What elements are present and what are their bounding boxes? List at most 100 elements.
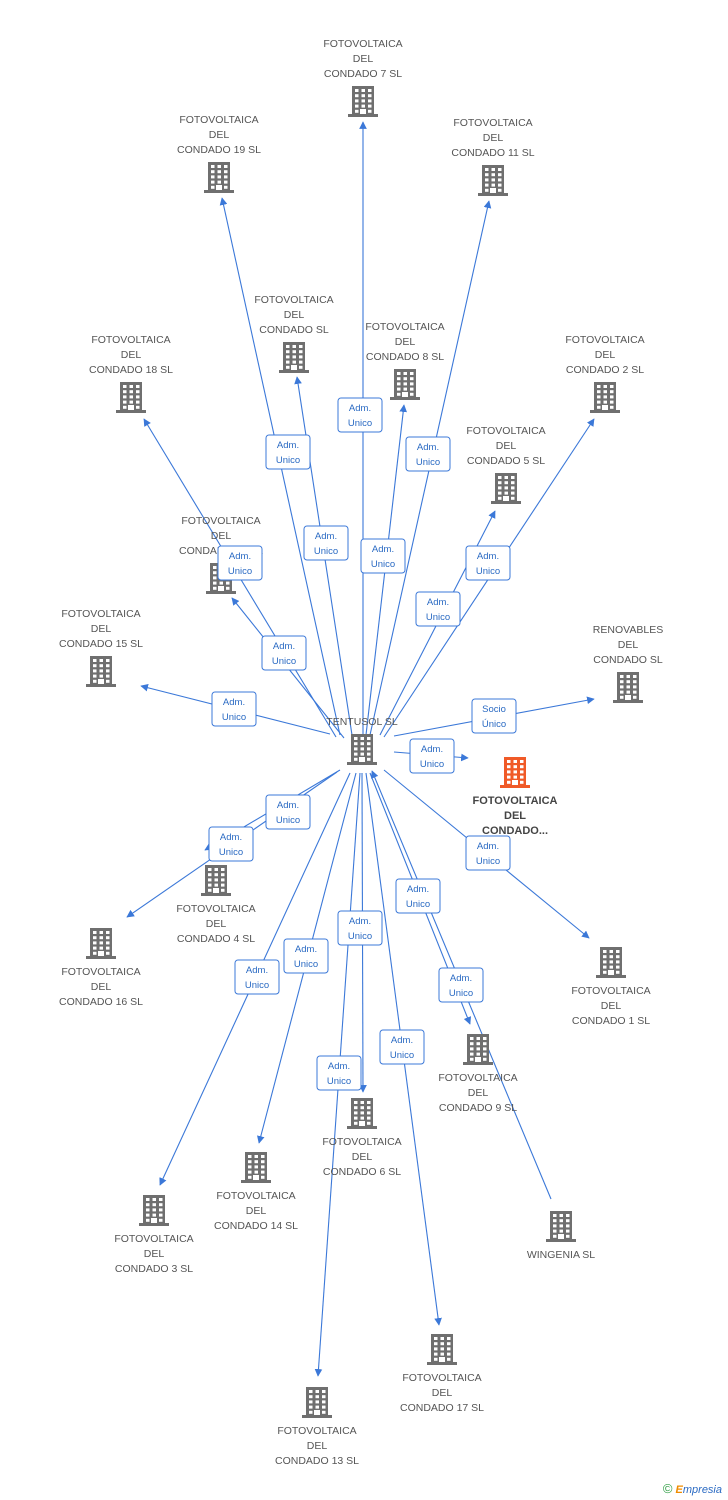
edge-label-tentusol-to-c1[interactable]: Adm.Unico bbox=[465, 835, 511, 871]
company-name-line: DEL bbox=[595, 349, 616, 361]
company-name-line: CONDADO 3 SL bbox=[115, 1263, 193, 1275]
company-name-line: DEL bbox=[432, 1387, 453, 1399]
edge-label-tentusol-to-c4[interactable]: Adm. Unico bbox=[265, 794, 311, 830]
edge-label-text: Unico bbox=[449, 988, 473, 999]
edge-label-tentusol-to-c2[interactable]: Adm.Unico bbox=[465, 545, 511, 581]
company-node-wingenia[interactable]: WINGENIA SL bbox=[527, 1211, 595, 1261]
edge-label-text: Adm. bbox=[427, 597, 449, 608]
edge-label-tentusol-to-c3[interactable]: Adm. Unico bbox=[234, 959, 280, 995]
edge-label-text: Unico bbox=[272, 656, 296, 667]
company-name-line: DEL bbox=[209, 129, 230, 141]
edge-label-text: Adm. bbox=[246, 965, 268, 976]
edge-label-text: Socio bbox=[482, 704, 506, 715]
edge-label-tentusol-to-c17[interactable]: Adm.Unico bbox=[379, 1029, 425, 1065]
company-name-line: CONDADO 19 SL bbox=[177, 144, 261, 156]
building-icon bbox=[204, 162, 234, 193]
edge-label-text: Adm. bbox=[450, 973, 472, 984]
company-name-line: DEL bbox=[91, 981, 112, 993]
company-name-line: DEL bbox=[352, 1151, 373, 1163]
building-icon bbox=[279, 342, 309, 373]
edge-label-tentusol-to-focus[interactable]: Adm.Unico bbox=[409, 738, 455, 774]
edge-label-text: Unico bbox=[245, 980, 269, 991]
company-name-line: DEL bbox=[246, 1205, 267, 1217]
company-name-line: CONDADO 16 SL bbox=[59, 996, 143, 1008]
edge-label-tentusol-to-c9[interactable]: Adm.Unico bbox=[395, 878, 441, 914]
building-icon bbox=[302, 1387, 332, 1418]
building-icon bbox=[463, 1034, 493, 1065]
edge-label-tentusol-to-c18[interactable]: Adm.Unico bbox=[217, 545, 263, 581]
edge-label-tentusol-to-c5[interactable]: Adm.Unico bbox=[415, 591, 461, 627]
company-node-tentusol[interactable]: TENTUSOL SL bbox=[326, 716, 398, 765]
edge-label-tentusol-to-c7[interactable]: Adm. Unico bbox=[337, 397, 383, 433]
company-name-line: DEL bbox=[206, 918, 227, 930]
company-name-line: DEL bbox=[483, 132, 504, 144]
company-node-focus[interactable]: FOTOVOLTAICADELCONDADO... bbox=[473, 757, 558, 837]
edge-label-box bbox=[337, 397, 383, 433]
edge-label-box bbox=[471, 698, 517, 734]
edge-label-box bbox=[265, 794, 311, 830]
edge-label-tentusol-to-c16[interactable]: Adm.Unico bbox=[208, 826, 254, 862]
edge-label-box bbox=[360, 538, 406, 574]
edge-label-text: Adm. bbox=[349, 403, 371, 414]
building-icon bbox=[546, 1211, 576, 1242]
edge-label-tentusol-to-c15[interactable]: Adm. Unico bbox=[211, 691, 257, 727]
edge-label-text: Unico bbox=[219, 847, 243, 858]
edge-label-tentusol-to-c13[interactable]: Adm.Unico bbox=[316, 1055, 362, 1091]
company-name-line: FOTOVOLTAICA bbox=[61, 966, 140, 978]
edge-label-text: Unico bbox=[348, 418, 372, 429]
building-icon bbox=[596, 947, 626, 978]
edge-label-text: Adm. bbox=[223, 697, 245, 708]
edge-label-tentusol-to-c14[interactable]: Adm.Unico bbox=[283, 938, 329, 974]
edge-label-text: Unico bbox=[327, 1076, 351, 1087]
company-name-line: FOTOVOLTAICA bbox=[323, 38, 402, 50]
edge-label-box bbox=[409, 738, 455, 774]
edge-label-wingenia-to-tentusol[interactable]: Adm. Unico bbox=[438, 967, 484, 1003]
company-name-line: FOTOVOLTAICA bbox=[254, 294, 333, 306]
edge-label-box bbox=[465, 545, 511, 581]
edge-label-box bbox=[379, 1029, 425, 1065]
edge-label-tentusol-to-cSL[interactable]: Adm.Unico bbox=[303, 525, 349, 561]
company-name-line: DEL bbox=[284, 309, 305, 321]
edge-label-text: Adm. bbox=[277, 800, 299, 811]
company-name-line: FOTOVOLTAICA bbox=[322, 1136, 401, 1148]
company-name-line: FOTOVOLTAICA bbox=[571, 985, 650, 997]
edge-label-tentusol-to-c10[interactable]: Adm.Unico bbox=[261, 635, 307, 671]
edge-label-tentusol-to-c8[interactable]: Adm.Unico bbox=[360, 538, 406, 574]
company-name-line: FOTOVOLTAICA bbox=[438, 1072, 517, 1084]
edge-label-text: Adm. bbox=[421, 744, 443, 755]
company-node-c16[interactable]: FOTOVOLTAICA DEL CONDADO 16 SL bbox=[59, 928, 143, 1008]
edge-label-tentusol-to-c11[interactable]: Adm.Unico bbox=[405, 436, 451, 472]
company-name-line: RENOVABLES bbox=[593, 624, 663, 636]
edge-label-tentusol-to-c19[interactable]: Adm.Unico bbox=[265, 434, 311, 470]
edge-label-text: Unico bbox=[276, 815, 300, 826]
edge-label-text: Adm. bbox=[349, 916, 371, 927]
edge-label-text: Unico bbox=[222, 712, 246, 723]
company-name-line: CONDADO 13 SL bbox=[275, 1455, 359, 1467]
edge-label-text: Único bbox=[482, 719, 506, 730]
company-name-line: CONDADO... bbox=[482, 825, 548, 837]
edge-label-text: Unico bbox=[371, 559, 395, 570]
building-icon bbox=[478, 165, 508, 196]
edge-label-tentusol-to-c6[interactable]: Adm.Unico bbox=[337, 910, 383, 946]
brand-initial: E bbox=[675, 1484, 683, 1496]
